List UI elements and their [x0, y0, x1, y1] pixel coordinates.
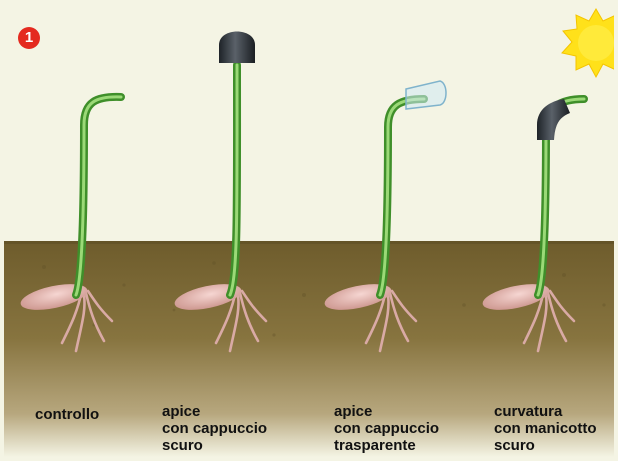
figure-panel: 1 controllo apice con cappuccio scuro ap…: [4, 5, 614, 457]
caption-line: con manicotto: [494, 420, 597, 437]
caption-control: controllo: [35, 406, 99, 423]
caption-line: apice: [334, 403, 439, 420]
caption-line: controllo: [35, 406, 99, 423]
caption-transparent-tip-cap: apice con cappuccio trasparente: [334, 403, 439, 454]
dark-sleeve: [537, 99, 570, 140]
caption-line: con cappuccio: [334, 420, 439, 437]
caption-line: trasparente: [334, 437, 439, 454]
caption-line: scuro: [162, 437, 267, 454]
caption-line: con cappuccio: [162, 420, 267, 437]
caption-line: curvatura: [494, 403, 597, 420]
caption-dark-tip-cap: apice con cappuccio scuro: [162, 403, 267, 454]
caption-line: apice: [162, 403, 267, 420]
sun-icon: [562, 9, 614, 77]
figure-number-badge: 1: [18, 27, 40, 49]
caption-dark-bend-sleeve: curvatura con manicotto scuro: [494, 403, 597, 454]
transparent-cap: [406, 81, 446, 109]
dark-cap: [219, 32, 255, 64]
seedling-illustration: [4, 5, 614, 457]
caption-line: scuro: [494, 437, 597, 454]
